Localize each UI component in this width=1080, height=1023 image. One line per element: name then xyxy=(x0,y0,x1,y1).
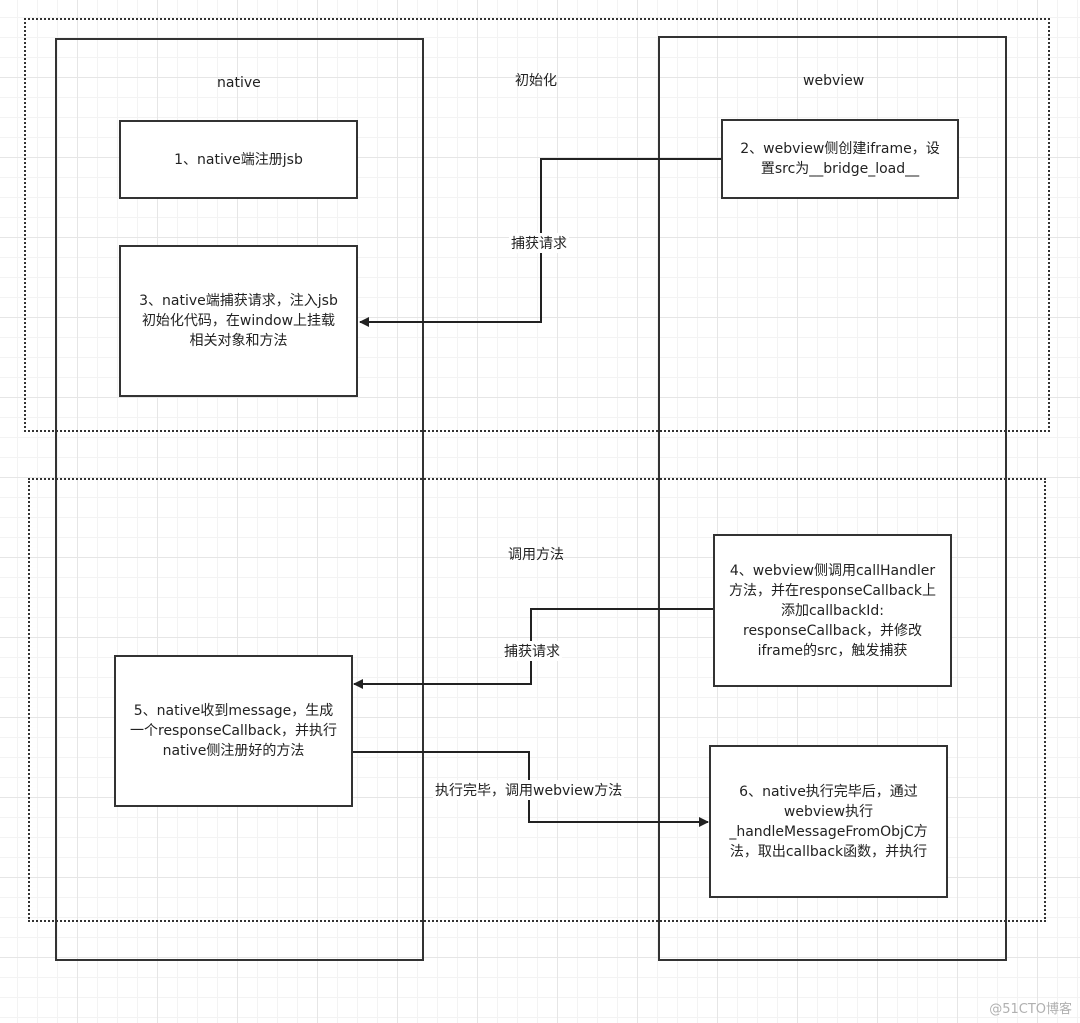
step3-node: 3、native端捕获请求，注入jsb 初始化代码，在window上挂载 相关对… xyxy=(119,245,358,397)
invoke-group-title: 调用方法 xyxy=(508,547,564,563)
step6-node: 6、native执行完毕后，通过 webview执行 _handleMessag… xyxy=(709,745,948,898)
edge-label-capture-request-2: 捕获请求 xyxy=(502,641,562,661)
webview-lane xyxy=(658,36,1007,961)
native-lane xyxy=(55,38,424,961)
watermark: @51CTO博客 xyxy=(989,1002,1072,1017)
step3-text: 3、native端捕获请求，注入jsb 初始化代码，在window上挂载 相关对… xyxy=(139,293,338,349)
step4-text: 4、webview侧调用callHandler 方法，并在responseCal… xyxy=(729,562,936,659)
step5-text: 5、native收到message，生成 一个responseCallback，… xyxy=(130,703,337,759)
invoke-group xyxy=(28,478,1046,922)
native-lane-title: native xyxy=(217,75,261,91)
webview-lane-title: webview xyxy=(803,73,865,89)
step1-text: 1、native端注册jsb xyxy=(174,151,303,168)
init-group xyxy=(24,18,1050,432)
step6-text: 6、native执行完毕后，通过 webview执行 _handleMessag… xyxy=(729,783,928,860)
edge-label-execution-done: 执行完毕，调用webview方法 xyxy=(433,780,625,800)
edge-label-capture-request-1: 捕获请求 xyxy=(509,233,569,253)
step5-node: 5、native收到message，生成 一个responseCallback，… xyxy=(114,655,353,807)
step4-node: 4、webview侧调用callHandler 方法，并在responseCal… xyxy=(713,534,952,687)
step1-node: 1、native端注册jsb xyxy=(119,120,358,199)
step2-text: 2、webview侧创建iframe，设 置src为__bridge_load_… xyxy=(740,141,940,177)
step2-node: 2、webview侧创建iframe，设 置src为__bridge_load_… xyxy=(721,119,959,199)
init-group-title: 初始化 xyxy=(515,73,557,89)
